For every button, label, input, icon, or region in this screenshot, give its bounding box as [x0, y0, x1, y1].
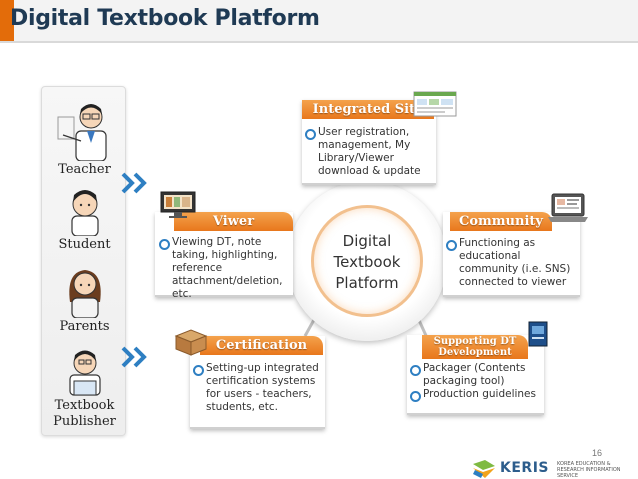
page-number: 16 [592, 448, 603, 458]
teacher-icon [57, 104, 107, 161]
parent-icon [68, 270, 101, 318]
list-item: Viewing DT, note taking, highlighting, r… [157, 236, 293, 301]
role-student: Student [42, 184, 127, 252]
hub-line2: Textbook [333, 253, 401, 271]
role-label-publisher-line2: Publisher [53, 414, 116, 429]
role-label-student: Student [58, 237, 111, 252]
keris-logo-icon [473, 460, 495, 478]
role-teacher: Teacher [42, 97, 127, 177]
page-title: Digital Textbook Platform [10, 6, 320, 31]
logo-wordmark: KERIS [500, 460, 549, 476]
hub-line1: Digital [342, 232, 392, 250]
title-accent-bar [0, 0, 14, 43]
title-divider [0, 41, 638, 43]
laptop-icon [548, 193, 588, 222]
hub-line3: Platform [335, 274, 399, 292]
role-label-parents: Parents [59, 319, 110, 334]
chevron-right-icon [121, 346, 147, 368]
monitor-icon [160, 191, 196, 218]
role-publisher: Textbook Publisher [42, 345, 127, 429]
role-label-teacher: Teacher [58, 162, 111, 177]
title-bar [0, 0, 638, 43]
viewer-list: Viewing DT, note taking, highlighting, r… [157, 236, 293, 301]
role-parents: Parents [42, 262, 127, 334]
logo-subtitle: KOREA EDUCATION & RESEARCH INFORMATION S… [557, 461, 621, 479]
module-header-community: Community [450, 212, 552, 231]
certification-list: Setting-up integrated certification syst… [191, 362, 324, 414]
student-icon [70, 190, 99, 236]
box-icon [174, 329, 208, 356]
hub-label: Digital Textbook Platform [311, 231, 423, 294]
module-header-certification: Certification [200, 336, 323, 355]
list-item: User registration, management, My Librar… [303, 126, 433, 178]
module-header-supporting-dt: Supporting DT Development [422, 335, 528, 359]
list-item: Setting-up integrated certification syst… [191, 362, 324, 414]
chevron-right-icon [121, 172, 147, 194]
module-header-viewer: Viwer [174, 212, 293, 231]
publisher-icon [68, 350, 101, 396]
community-list: Functioning as educational community (i.… [444, 237, 578, 289]
list-item: Production guidelines [408, 388, 542, 402]
supporting-dt-list: Packager (Contents packaging tool) Produ… [408, 362, 542, 402]
website-screenshot-icon [413, 91, 457, 117]
role-label-publisher-line1: Textbook [54, 398, 115, 413]
supporting-title-line1: Supporting DT [433, 336, 517, 347]
hub-circle [311, 205, 423, 317]
role-column: Teacher Student Parents Textbook Pu [41, 86, 126, 436]
list-item: Packager (Contents packaging tool) [408, 362, 542, 388]
module-header-integrated-site: Integrated Site [302, 100, 434, 119]
supporting-title-line2: Development [438, 347, 512, 358]
list-item: Functioning as educational community (i.… [444, 237, 578, 289]
software-box-icon [528, 321, 548, 347]
integrated-site-list: User registration, management, My Librar… [303, 126, 433, 178]
